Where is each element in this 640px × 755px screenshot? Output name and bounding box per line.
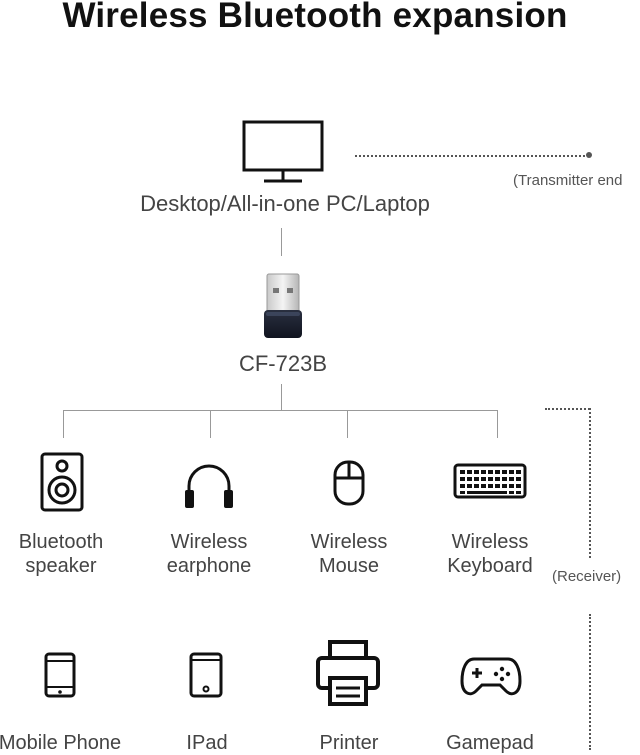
adapter-label: CF-723B bbox=[238, 351, 328, 376]
transmitter-connector bbox=[355, 155, 585, 157]
mobile-phone-icon bbox=[44, 652, 76, 698]
speaker-label-line2: speaker bbox=[25, 555, 97, 577]
tree-branch-keyboard bbox=[497, 410, 498, 438]
transmitter-label: (Transmitter end bbox=[513, 172, 623, 189]
tree-branch-mouse bbox=[347, 410, 348, 438]
mouse-label-line1: Wireless bbox=[310, 531, 388, 553]
receiver-bracket-top bbox=[545, 408, 590, 410]
printer-label: Printer bbox=[319, 732, 379, 754]
keyboard-icon bbox=[453, 463, 527, 499]
receiver-bracket-lower bbox=[589, 614, 591, 750]
adapter-tree-line bbox=[281, 384, 282, 411]
earphone-label: Wireless earphone bbox=[148, 530, 270, 578]
printer-icon bbox=[316, 640, 380, 706]
mouse-label: Wireless Mouse bbox=[288, 530, 410, 578]
receiver-label: (Receiver) bbox=[552, 568, 622, 585]
speaker-icon bbox=[40, 452, 84, 512]
earphone-label-line2: earphone bbox=[166, 555, 252, 577]
gamepad-icon bbox=[460, 657, 522, 696]
gamepad-label: Gamepad bbox=[446, 732, 534, 754]
headphones-icon bbox=[185, 464, 233, 508]
host-label: Desktop/All-in-one PC/Laptop bbox=[140, 191, 430, 216]
monitor-icon bbox=[242, 120, 324, 183]
tree-horizontal-line bbox=[63, 410, 498, 411]
keyboard-label-line2: Keyboard bbox=[447, 555, 533, 577]
host-adapter-line bbox=[281, 228, 282, 256]
transmitter-dot bbox=[586, 152, 592, 158]
speaker-label-line1: Bluetooth bbox=[18, 531, 104, 553]
mouse-label-line2: Mouse bbox=[318, 555, 380, 577]
speaker-label: Bluetooth speaker bbox=[0, 530, 122, 578]
usb-bluetooth-adapter-icon bbox=[264, 273, 302, 338]
mouse-icon bbox=[333, 460, 365, 506]
earphone-label-line1: Wireless bbox=[170, 531, 248, 553]
tablet-icon bbox=[189, 652, 223, 698]
keyboard-label-line1: Wireless bbox=[451, 531, 529, 553]
tree-branch-speaker bbox=[63, 410, 64, 438]
page-title: Wireless Bluetooth expansion bbox=[62, 0, 568, 35]
receiver-bracket-upper bbox=[589, 408, 591, 558]
tablet-label: IPad bbox=[186, 732, 228, 754]
tree-branch-earphone bbox=[210, 410, 211, 438]
keyboard-label: Wireless Keyboard bbox=[429, 530, 551, 578]
mobile-phone-label: Mobile Phone bbox=[0, 732, 122, 754]
